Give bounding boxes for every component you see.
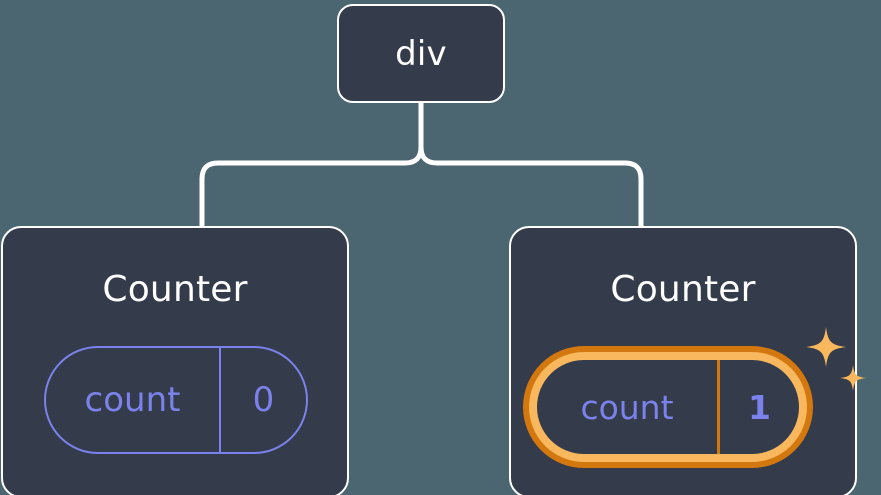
- node-counter-left[interactable]: Counter count 0: [1, 226, 349, 495]
- node-counter-right-label: Counter: [610, 269, 756, 310]
- state-pill-left-wrap: count 0: [44, 346, 308, 454]
- state-value-right: 1: [717, 360, 799, 454]
- state-key-right: count: [580, 387, 674, 427]
- node-div[interactable]: div: [337, 4, 505, 103]
- node-counter-right[interactable]: Counter count 1: [509, 226, 866, 495]
- edge-root-to-counter-left: [199, 144, 424, 231]
- node-div-label: div: [395, 33, 447, 74]
- state-pill-right[interactable]: count 1: [523, 346, 813, 468]
- state-pill-right-wrap: count 1: [523, 346, 813, 468]
- state-key-left: count: [84, 380, 181, 420]
- state-value-left: 0: [219, 348, 306, 452]
- node-counter-left-label: Counter: [102, 269, 248, 310]
- sparkle-icon-small: [840, 365, 866, 391]
- state-pill-left[interactable]: count 0: [44, 346, 308, 454]
- edge-root-to-counter-right: [418, 144, 644, 231]
- state-pill-right-inner: count 1: [537, 360, 799, 454]
